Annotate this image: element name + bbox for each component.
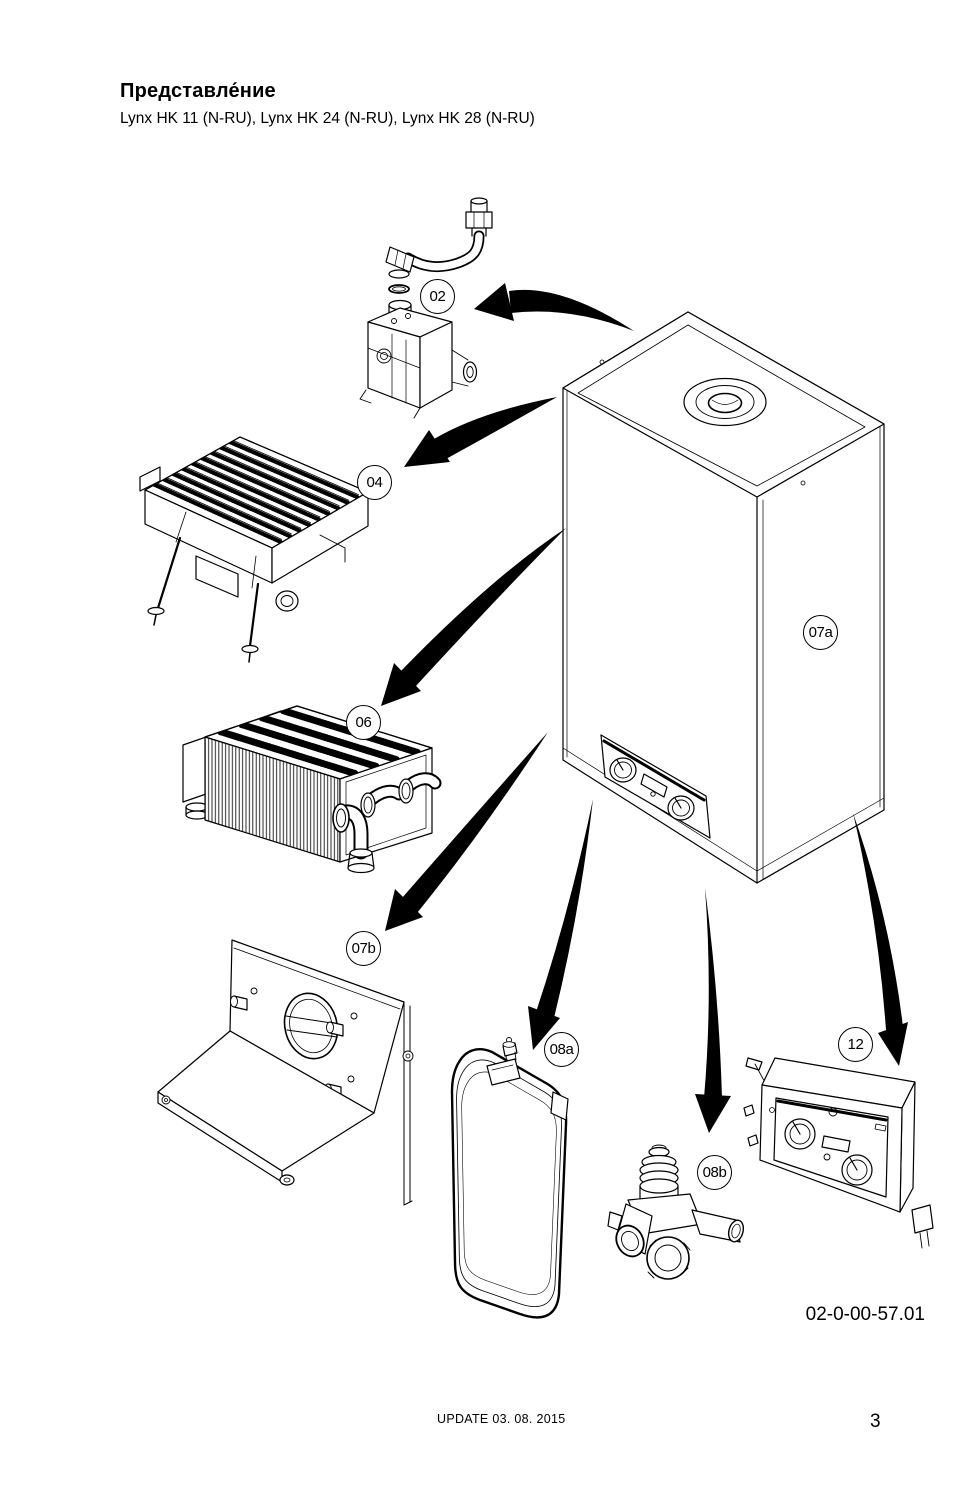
- callout-12: 12: [838, 1027, 873, 1062]
- footer-update-date: UPDATE 03. 08. 2015: [437, 1412, 566, 1426]
- gas-valve-drawing: [359, 197, 493, 419]
- arrow-to-heat-exchanger: [381, 528, 566, 706]
- callout-08a: 08a: [544, 1032, 579, 1067]
- control-panel-drawing: [743, 1057, 934, 1249]
- arrow-to-hydraulic-unit: [695, 888, 731, 1133]
- boiler-casing-drawing: [562, 311, 885, 884]
- callout-label: 12: [847, 1036, 864, 1053]
- drawing-number: 02-0-00-57.01: [805, 1304, 925, 1325]
- callout-label: 02: [429, 288, 446, 305]
- callout-07a: 07a: [803, 615, 838, 650]
- callout-07b: 07b: [346, 931, 381, 966]
- arrow-to-expansion-vessel: [528, 799, 593, 1050]
- model-list: Lynx HK 11 (N-RU), Lynx HK 24 (N-RU), Ly…: [120, 110, 535, 127]
- arrow-to-control-panel: [853, 813, 908, 1066]
- arrow-to-burner: [404, 397, 557, 467]
- heat-exchanger-drawing: [182, 705, 442, 874]
- exploded-view-arrows: [381, 283, 908, 1133]
- callout-02: 02: [420, 279, 455, 314]
- callout-08b: 08b: [697, 1155, 732, 1190]
- callout-label: 07a: [808, 624, 833, 641]
- arrow-to-mounting-frame: [385, 732, 548, 931]
- callout-label: 08b: [702, 1164, 727, 1181]
- callout-label: 04: [366, 474, 383, 491]
- callout-label: 07b: [351, 940, 376, 957]
- callout-label: 08a: [549, 1041, 574, 1058]
- page-number: 3: [870, 1411, 881, 1432]
- callout-06: 06: [346, 705, 381, 740]
- expansion-vessel-drawing: [450, 1037, 569, 1319]
- callout-label: 06: [355, 714, 372, 731]
- boiler-control-panel-drawing: [600, 734, 711, 839]
- callout-04: 04: [357, 465, 392, 500]
- hydraulic-unit-drawing: [607, 1144, 745, 1280]
- page-title: Представле́ние: [120, 80, 276, 102]
- arrow-to-gas-valve: [474, 283, 634, 331]
- mounting-frame-drawing: [157, 939, 414, 1206]
- burner-drawing: [139, 436, 369, 663]
